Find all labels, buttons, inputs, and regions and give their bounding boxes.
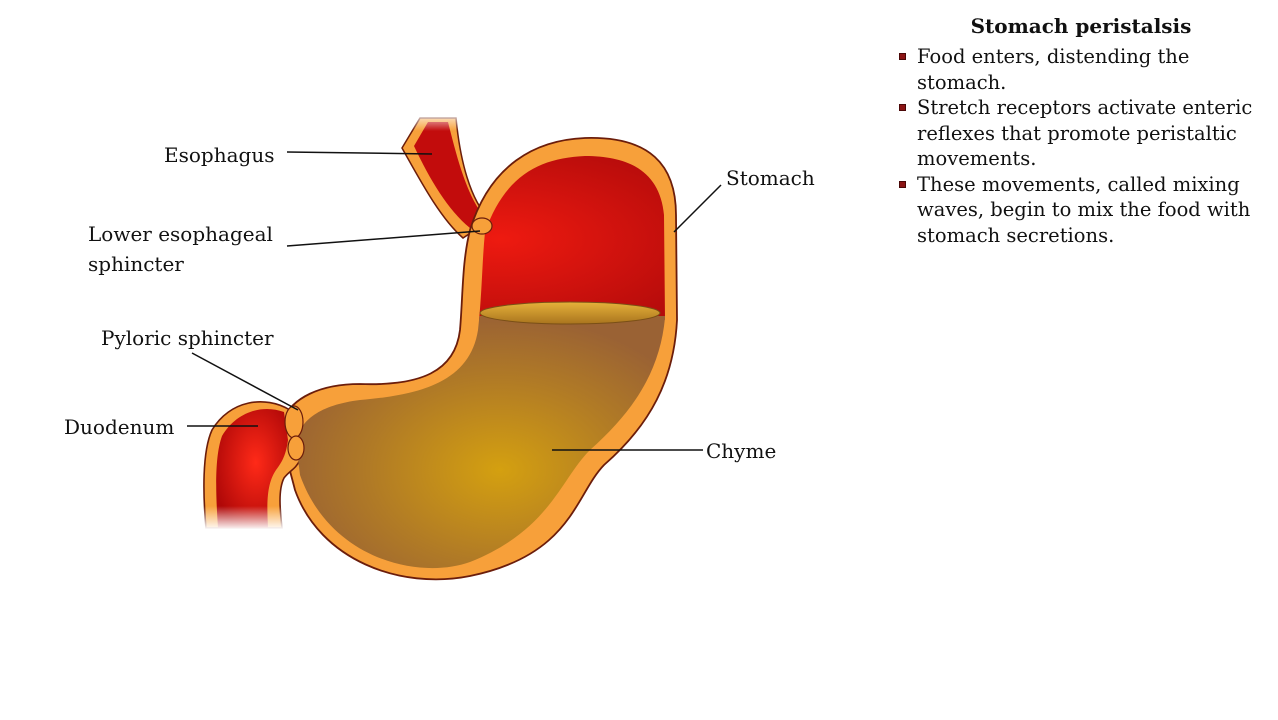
bullet-item: Stretch receptors activate enteric refle… <box>896 95 1266 172</box>
pyloric-sphincter <box>284 405 304 439</box>
panel-title: Stomach peristalsis <box>970 14 1192 38</box>
bullet-item: Food enters, distending the stomach. <box>896 44 1266 95</box>
square-bullet-icon <box>899 180 906 188</box>
chyme-region <box>296 316 665 569</box>
duodenum-fade <box>200 470 290 530</box>
leader-lines <box>187 151 722 451</box>
square-bullet-icon <box>899 53 906 60</box>
bullet-item: These movements, called mixing waves, be… <box>896 172 1266 249</box>
label-esophagus: Esophagus <box>164 143 275 167</box>
bullet-text: These movements, called mixing waves, be… <box>917 172 1251 247</box>
bullet-text: Stretch receptors activate enteric refle… <box>917 96 1253 170</box>
leader-esophagus <box>286 151 433 155</box>
leader-pyloric <box>191 352 299 411</box>
lower-esophageal-sphincter <box>471 217 493 235</box>
info-panel: Stomach peristalsis Food enters, distend… <box>896 14 1266 248</box>
bullet-list: Food enters, distending the stomach. Str… <box>896 44 1266 248</box>
label-pyloric-sphincter: Pyloric sphincter <box>101 326 274 350</box>
label-lower-esophageal-sphincter: Lower esophageal sphincter <box>88 222 273 276</box>
square-bullet-icon <box>899 104 906 111</box>
label-duodenum: Duodenum <box>64 415 175 439</box>
label-chyme: Chyme <box>706 439 777 463</box>
esophagus-fade <box>395 110 495 170</box>
chyme-surface <box>479 301 661 325</box>
leader-les <box>286 230 481 247</box>
label-stomach: Stomach <box>726 166 815 190</box>
leader-stomach <box>673 184 722 233</box>
bullet-text: Food enters, distending the stomach. <box>917 45 1190 94</box>
